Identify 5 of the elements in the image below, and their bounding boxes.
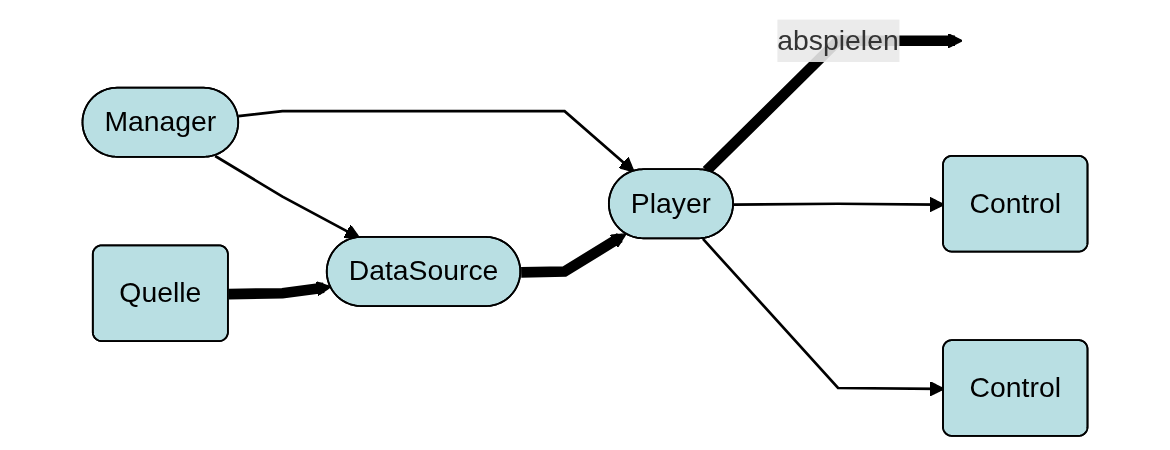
arrow [238,109,635,173]
arrow [214,154,361,239]
arrow [228,280,332,300]
arrow [521,233,627,278]
edge-label: abspielen [777,24,899,55]
